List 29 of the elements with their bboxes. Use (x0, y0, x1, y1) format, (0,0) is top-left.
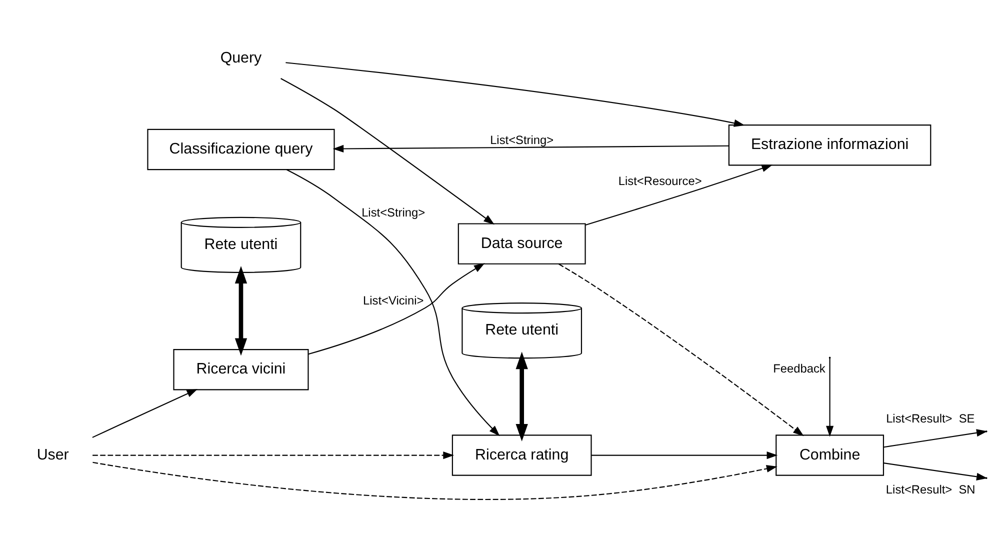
arrow (826, 358, 834, 437)
arrow (92, 389, 198, 438)
node-box: Classificazione query (147, 128, 335, 170)
edge-label: Feedback (773, 361, 826, 376)
arrow (92, 451, 454, 460)
arrow (286, 62, 745, 127)
arrow (558, 264, 804, 436)
edge-label: List<Result> SN (886, 482, 976, 496)
node-box: Estrazione informazioni (728, 124, 932, 166)
arrow (280, 78, 494, 225)
arrow (585, 164, 773, 226)
arrow (592, 451, 778, 460)
arrow (286, 169, 500, 436)
arrow (332, 144, 729, 153)
node-box: Ricerca rating (452, 434, 592, 476)
edge-label: List<String> (490, 132, 554, 147)
edge-label: List<Resource> (618, 174, 702, 188)
arrow (234, 266, 248, 356)
edge-label: List<Result> SE (886, 411, 975, 426)
edge-label: List<String> (362, 206, 426, 220)
node-text: User (36, 446, 69, 464)
node-box: Data source (458, 223, 586, 264)
arrow (516, 352, 528, 442)
node-box: Ricerca vicini (173, 349, 309, 390)
node-text: Query (220, 49, 262, 66)
arrow (308, 263, 485, 355)
edge-label: List<Vicini> (363, 293, 424, 308)
arrow (92, 462, 778, 500)
node-box: Combine (776, 434, 884, 476)
